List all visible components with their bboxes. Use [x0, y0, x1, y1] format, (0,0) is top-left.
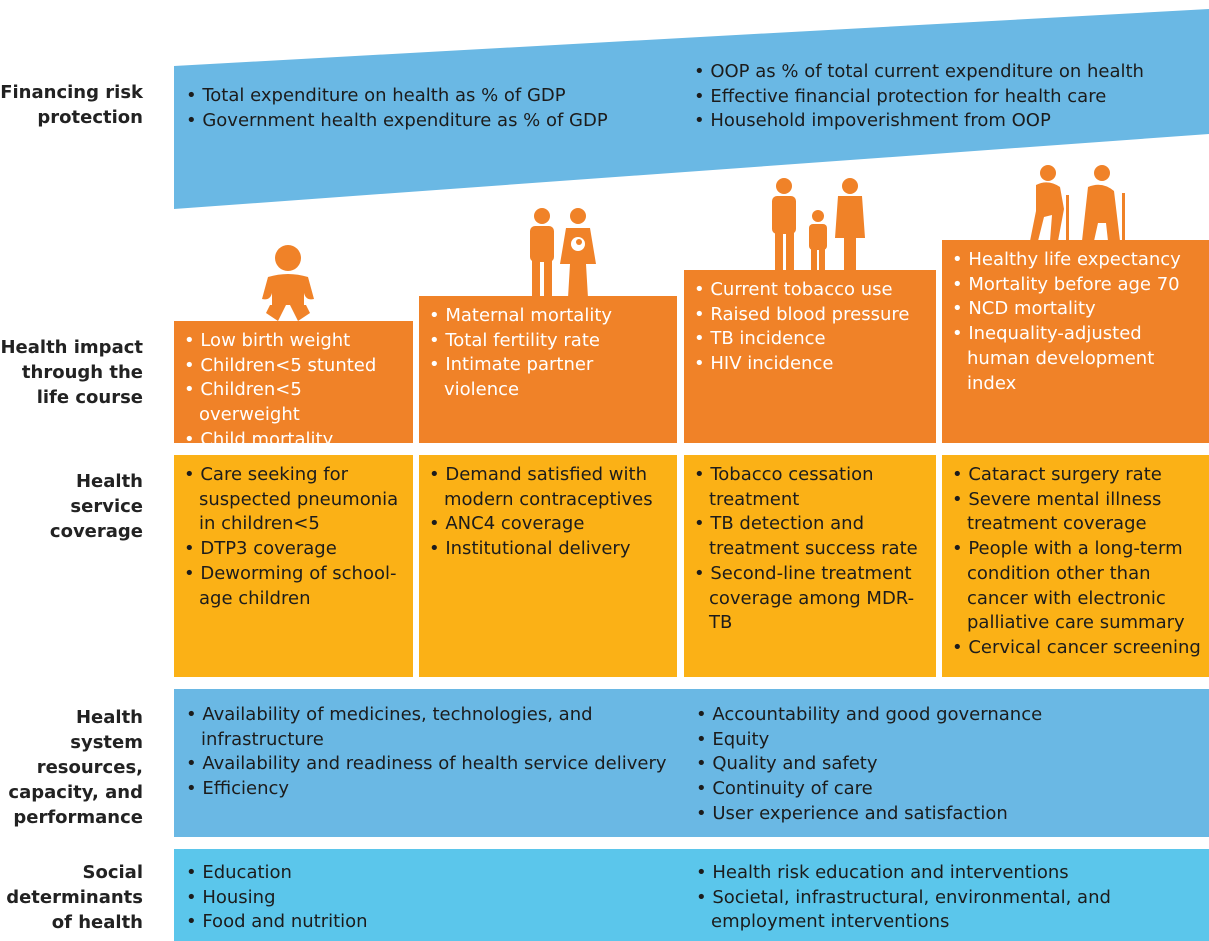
impact-item: Children<5 stunted [184, 354, 407, 379]
resources-list-right: Accountability and good governance Equit… [696, 703, 1196, 827]
impact-box-maternal: Maternal mortality Total fertility rate … [419, 296, 677, 443]
resources-item: Continuity of care [696, 777, 1196, 802]
impact-row-label: Health impact through the life course [0, 337, 143, 408]
financing-item: Total expenditure on health as % of GDP [186, 84, 608, 109]
impact-item: NCD mortality [952, 297, 1203, 322]
service-item: Second-line treatment coverage among MDR… [694, 562, 930, 636]
social-list-right: Health risk education and interventions … [696, 861, 1136, 935]
financing-item: OOP as % of total current expenditure on… [694, 60, 1144, 85]
resources-item: Equity [696, 728, 1196, 753]
service-item: Care seeking for suspected pneumonia in … [184, 463, 407, 537]
impact-item: TB incidence [694, 327, 930, 352]
service-item: Severe mental illness treatment coverage [952, 488, 1207, 537]
resources-band: Availability of medicines, technologies,… [174, 689, 1209, 837]
impact-item: Current tobacco use [694, 278, 930, 303]
impact-item: Total fertility rate [429, 329, 671, 354]
social-row-label: Social determinants of health [6, 862, 143, 933]
resources-item: User experience and satisfaction [696, 802, 1196, 827]
service-item: Demand satisfied with modern contracepti… [429, 463, 671, 512]
impact-item: Child mortality [184, 428, 407, 453]
impact-item: Inequality-adjusted human development in… [952, 322, 1203, 396]
impact-item: Mortality before age 70 [952, 273, 1203, 298]
financing-row-label: Financing risk protection [0, 82, 143, 128]
service-row-label: Health service coverage [49, 471, 143, 542]
social-item: Housing [186, 886, 681, 911]
impact-item: Low birth weight [184, 329, 407, 354]
impact-item: Children<5 overweight [184, 378, 407, 427]
resources-item: Availability of medicines, technologies,… [186, 703, 681, 752]
service-item: Deworming of school-age children [184, 562, 407, 611]
social-item: Societal, infrastructural, environmental… [696, 886, 1136, 935]
service-item: People with a long-term condition other … [952, 537, 1207, 636]
social-item: Education [186, 861, 681, 886]
financing-list-left: Total expenditure on health as % of GDP … [186, 84, 608, 134]
resources-list-left: Availability of medicines, technologies,… [186, 703, 681, 802]
service-item: Tobacco cessation treatment [694, 463, 930, 512]
financing-banner [174, 9, 1209, 209]
service-box-elderly: Cataract surgery rate Severe mental illn… [942, 455, 1209, 677]
service-box-adult: Tobacco cessation treatment TB detection… [684, 455, 936, 677]
service-box-maternal: Demand satisfied with modern contracepti… [419, 455, 677, 677]
service-item: TB detection and treatment success rate [694, 512, 930, 561]
financing-banner-shape [174, 9, 1209, 209]
baby-icon [262, 245, 314, 321]
resources-item: Availability and readiness of health ser… [186, 752, 681, 777]
impact-box-adult: Current tobacco use Raised blood pressur… [684, 270, 936, 443]
social-item: Health risk education and interventions [696, 861, 1136, 886]
impact-box-child: Low birth weight Children<5 stunted Chil… [174, 321, 413, 450]
financing-item: Government health expenditure as % of GD… [186, 109, 607, 134]
impact-item: Intimate partner violence [429, 353, 671, 402]
service-item: DTP3 coverage [184, 537, 407, 562]
social-item: Food and nutrition [186, 910, 681, 935]
service-item: Cervical cancer screening [952, 636, 1207, 661]
family-icon [772, 178, 865, 270]
service-item: Cataract surgery rate [952, 463, 1207, 488]
service-item: ANC4 coverage [429, 512, 671, 537]
impact-box-elderly: Healthy life expectancy Mortality before… [942, 240, 1209, 443]
financing-item: Household impoverishment from OOP [694, 109, 1144, 134]
social-band: Education Housing Food and nutrition Hea… [174, 849, 1209, 941]
resources-item: Quality and safety [696, 752, 1196, 777]
resources-item: Efficiency [186, 777, 681, 802]
impact-item: Maternal mortality [429, 304, 671, 329]
impact-item: Healthy life expectancy [952, 248, 1203, 273]
impact-item: HIV incidence [694, 352, 930, 377]
service-item: Institutional delivery [429, 537, 671, 562]
resources-item: Accountability and good governance [696, 703, 1196, 728]
mother-father-baby-icon [530, 208, 596, 298]
resources-row-label: Health system resources, capacity, and p… [8, 707, 143, 828]
social-list-left: Education Housing Food and nutrition [186, 861, 681, 935]
financing-item: Effective financial protection for healt… [694, 85, 1144, 110]
elderly-couple-icon [1030, 165, 1125, 241]
financing-list-right: OOP as % of total current expenditure on… [694, 60, 1144, 134]
service-box-child: Care seeking for suspected pneumonia in … [174, 455, 413, 677]
impact-item: Raised blood pressure [694, 303, 930, 328]
